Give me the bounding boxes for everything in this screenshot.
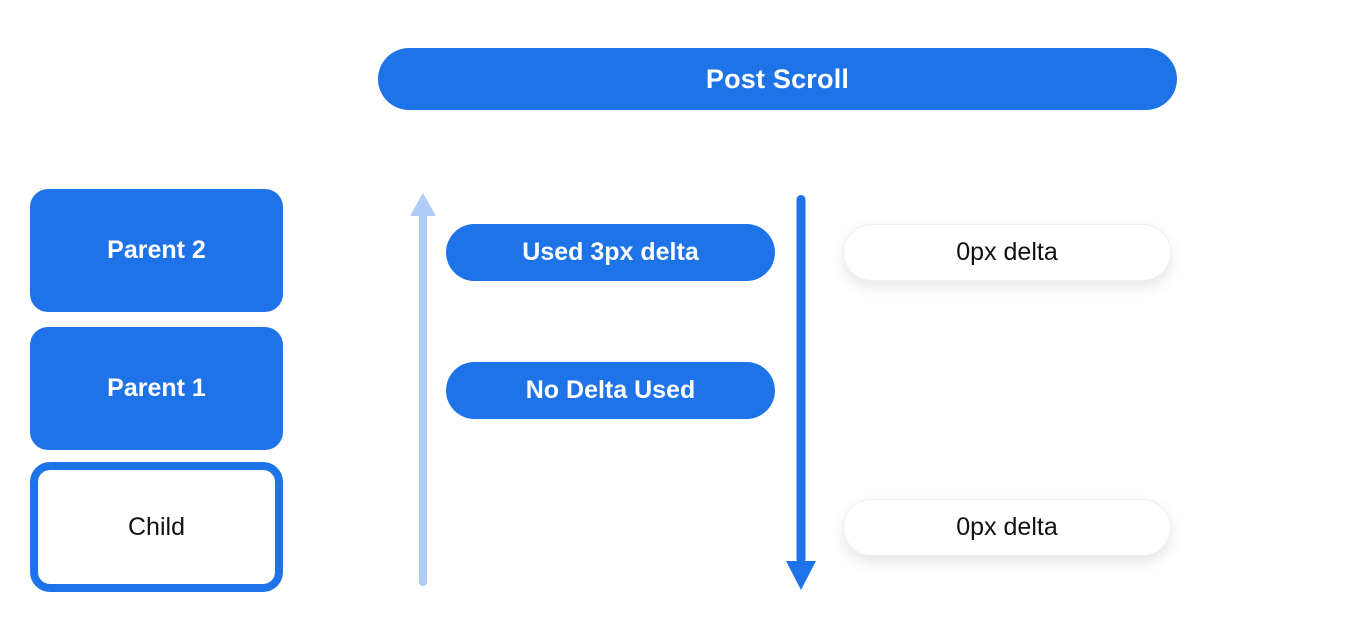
- no-delta-used-label: No Delta Used: [525, 376, 696, 404]
- parent2-box: Parent 2: [30, 189, 283, 312]
- post-scroll-label: Post Scroll: [705, 63, 850, 94]
- parent2-label: Parent 2: [107, 236, 206, 264]
- post-scroll-banner: Post Scroll: [378, 48, 1177, 110]
- zero-delta-pill-top: 0px delta: [843, 224, 1171, 281]
- parent1-label: Parent 1: [107, 374, 206, 402]
- child-box: Child: [30, 462, 283, 592]
- used-delta-pill: Used 3px delta: [446, 224, 775, 281]
- down-arrow-icon: [777, 195, 825, 590]
- up-arrow-head: [410, 193, 436, 216]
- down-arrow-shaft: [796, 195, 806, 564]
- down-arrow-head: [786, 561, 816, 590]
- zero-delta-top-label: 0px delta: [956, 238, 1058, 266]
- zero-delta-pill-bottom: 0px delta: [843, 499, 1171, 556]
- used-delta-label: Used 3px delta: [522, 238, 699, 266]
- zero-delta-bottom-label: 0px delta: [956, 513, 1058, 541]
- child-label: Child: [128, 512, 185, 541]
- up-arrow-icon: [399, 193, 447, 586]
- up-arrow-shaft: [419, 213, 427, 586]
- parent1-box: Parent 1: [30, 327, 283, 450]
- no-delta-used-pill: No Delta Used: [446, 362, 775, 419]
